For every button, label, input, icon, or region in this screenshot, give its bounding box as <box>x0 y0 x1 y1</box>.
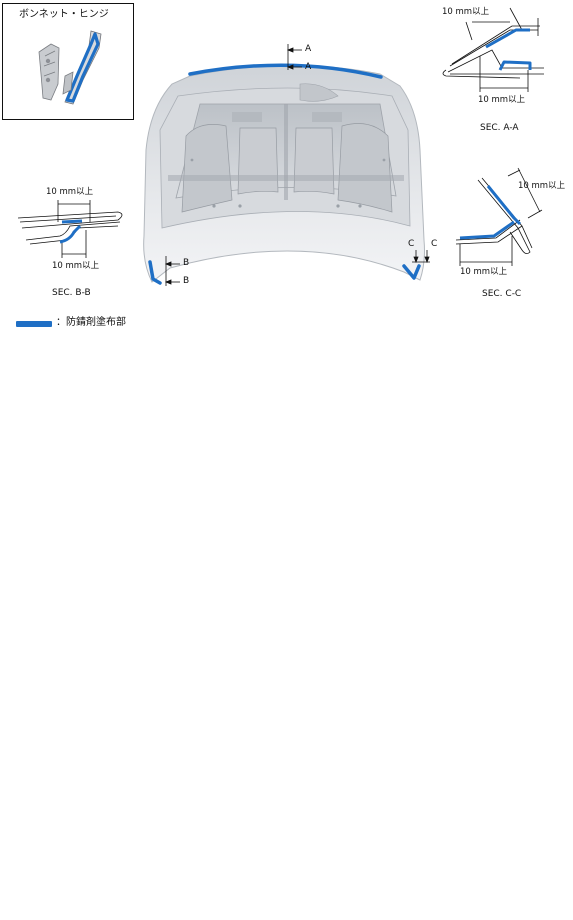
coating-rear-left <box>148 260 162 285</box>
section-bb-drawing <box>17 200 123 258</box>
section-aa-drawing <box>442 7 544 92</box>
section-bb-caption: SEC. B-B <box>52 288 91 298</box>
section-a-marker-top: A <box>305 44 312 54</box>
section-c-marker-right: C <box>431 239 438 249</box>
section-c-marker-left: C <box>408 239 415 249</box>
section-b-marker-bottom: B <box>183 276 190 286</box>
section-cc-dim-top: 10 mm以上 <box>518 181 566 191</box>
bonnet-hinge-icon <box>38 30 102 105</box>
coating-rear-right <box>402 264 421 280</box>
section-aa-dim-bottom: 10 mm以上 <box>478 95 526 105</box>
section-bb-dim-bottom: 10 mm以上 <box>52 261 100 271</box>
hood-underside-icon <box>143 44 430 286</box>
section-a-marker-bottom: A <box>305 62 312 72</box>
section-cc-caption: SEC. C-C <box>482 289 522 299</box>
section-b-marker-top: B <box>183 258 190 268</box>
section-bb-dim-top: 10 mm以上 <box>46 187 94 197</box>
legend-coating-swatch <box>16 321 52 327</box>
section-aa-dim-top: 10 mm以上 <box>442 7 490 17</box>
section-aa-caption: SEC. A-A <box>480 123 519 133</box>
legend-text: ：防錆剤塗布部 <box>56 317 126 328</box>
bonnet-hinge-inset: ボンネット・ヒンジ <box>2 3 134 120</box>
section-cc-dim-bottom: 10 mm以上 <box>460 267 508 277</box>
inset-title: ボンネット・ヒンジ <box>19 9 109 20</box>
section-cc-drawing <box>455 167 543 266</box>
